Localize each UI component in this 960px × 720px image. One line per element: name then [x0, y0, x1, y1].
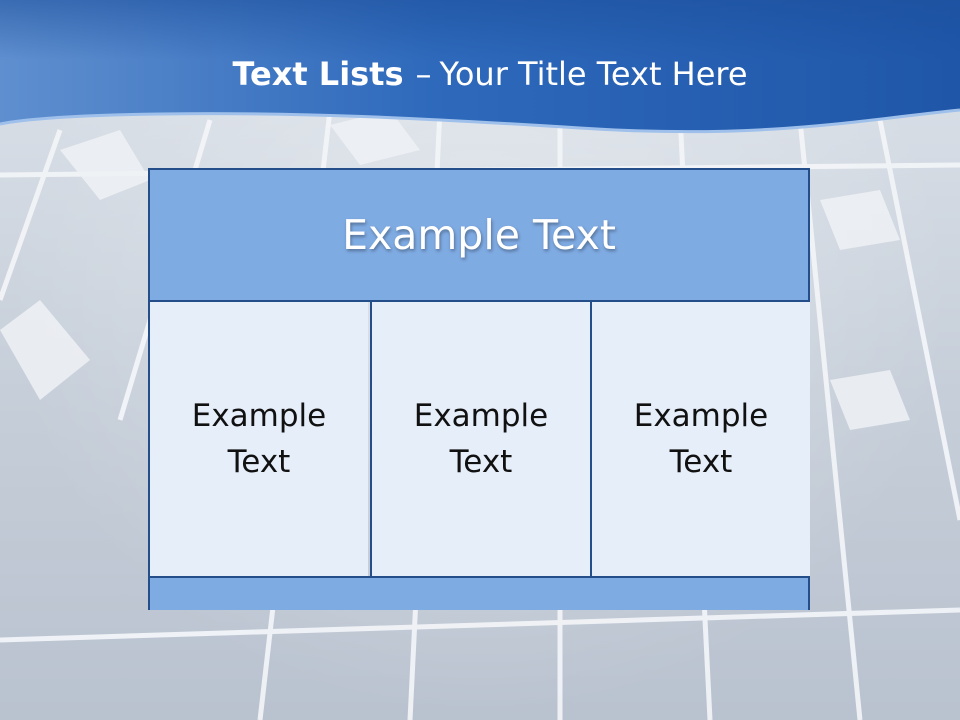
table-column-3: Example Text	[590, 302, 810, 576]
table-header-cell: Example Text	[150, 170, 808, 302]
title-separator: –	[415, 55, 432, 93]
slide-title: Text Lists–Your Title Text Here	[0, 52, 960, 96]
column-1-text: Example Text	[191, 398, 327, 480]
column-2-text: Example Text	[413, 398, 549, 480]
text-list-table: Example Text Example Text Example Text E…	[148, 168, 810, 610]
title-rest-text: Your Title Text Here	[439, 55, 748, 93]
title-bold-text: Text Lists	[232, 55, 404, 93]
column-3-text: Example Text	[633, 398, 769, 480]
table-footer-bar	[150, 576, 808, 610]
table-header-text: Example Text	[342, 211, 616, 259]
table-column-2: Example Text	[370, 302, 590, 576]
table-column-1: Example Text	[150, 302, 368, 576]
